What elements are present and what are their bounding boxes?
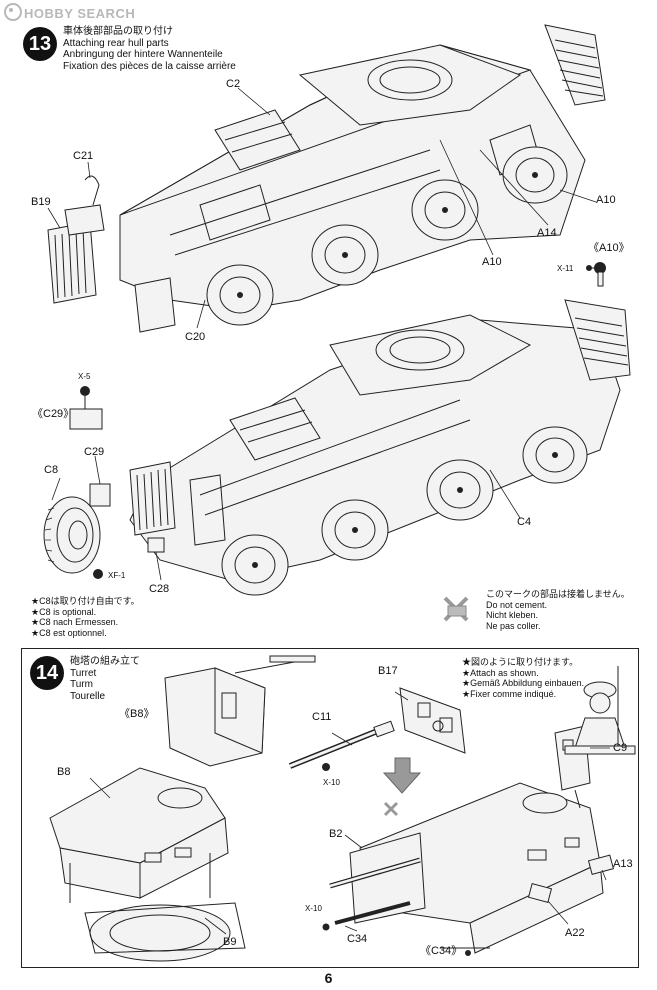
- label-b8: B8: [57, 766, 71, 778]
- label-x10-b: X-10: [305, 904, 322, 913]
- step-13-illustration: [43, 24, 631, 622]
- watermark-logo: HOBBY SEARCH: [4, 3, 135, 21]
- label-c34: C34: [347, 933, 368, 945]
- step-14-title-fr: Tourelle: [70, 690, 106, 702]
- gun-barrel-drawing: [288, 720, 395, 771]
- label-c29: C29: [84, 446, 105, 458]
- label-c9: C9: [613, 742, 628, 754]
- attach-note-de: ★Gemäß Abbildung einbauen.: [462, 678, 585, 688]
- step-13-number: 13: [23, 27, 57, 61]
- step-14-title-ja: 砲塔の組み立て: [70, 656, 140, 667]
- b17-mantlet-drawing: [399, 687, 466, 754]
- label-c8: C8: [44, 464, 59, 476]
- label-b19: B19: [31, 196, 51, 208]
- attach-note: ★図のように取り付けます。 ★Attach as shown. ★Gemäß A…: [462, 657, 584, 699]
- optional-note-de: ★C8 nach Ermessen.: [31, 617, 119, 627]
- label-a14: A14: [537, 227, 557, 239]
- watermark-icon: [4, 3, 22, 21]
- step-14-panel: [21, 648, 639, 968]
- label-a22: A22: [565, 927, 585, 939]
- assembly-arrow-icon: [382, 757, 422, 794]
- optional-note-ja: ★C8は取り付け自由です。: [31, 596, 140, 606]
- label-c20: C20: [185, 331, 206, 343]
- label-c4: C4: [517, 516, 532, 528]
- label-b8-callout: 《B8》: [119, 708, 155, 720]
- turret-assembly-drawing: [322, 725, 615, 956]
- step-13-title: 車体後部部品の取り付け Attaching rear hull parts An…: [63, 26, 236, 72]
- no-cement-note-fr: Ne pas coller.: [486, 620, 541, 631]
- step-13-title-fr: Fixation des pièces de la caisse arrière: [63, 60, 236, 72]
- label-a10-callout: 《A10》: [588, 242, 630, 254]
- label-b2: B2: [329, 828, 343, 840]
- label-a13: A13: [613, 858, 633, 870]
- step-14-number: 14: [30, 656, 64, 690]
- step-14-title: 砲塔の組み立て Turret Turm Tourelle: [70, 656, 140, 702]
- no-cement-note-ja: このマークの部品は接着しません。: [486, 589, 630, 599]
- attach-note-en: ★Attach as shown.: [462, 667, 539, 678]
- watermark-text: HOBBY SEARCH: [24, 6, 136, 21]
- no-cement-note-de: Nicht kleben.: [486, 610, 539, 620]
- label-a10-b: A10: [482, 256, 502, 268]
- step-13-title-ja: 車体後部部品の取り付け: [63, 26, 173, 37]
- step-14-title-en: Turret: [70, 667, 97, 679]
- label-x10-a: X-10: [323, 778, 340, 787]
- label-x5: X-5: [78, 372, 91, 381]
- crew-figure-drawing: [564, 666, 636, 755]
- step-13-title-de: Anbringung der hintere Wannenteile: [63, 49, 223, 60]
- step-14-illustration: [49, 655, 636, 962]
- step-14-title-de: Turm: [70, 679, 93, 690]
- page-number: 6: [324, 970, 333, 986]
- no-cement-note: このマークの部品は接着しません。 Do not cement. Nicht kl…: [486, 589, 630, 631]
- no-cement-note-en: Do not cement.: [486, 599, 548, 610]
- label-c21: C21: [73, 150, 94, 162]
- label-c29-callout: 《C29》: [32, 408, 75, 420]
- attach-note-ja: ★図のように取り付けます。: [462, 657, 579, 667]
- lower-hull-drawing: [43, 299, 631, 622]
- label-c2: C2: [226, 78, 241, 90]
- label-a10-a: A10: [596, 194, 616, 206]
- no-cement-icon: [443, 596, 469, 622]
- optional-note-fr: ★C8 est optionnel.: [31, 627, 107, 638]
- label-c28: C28: [149, 583, 170, 595]
- label-c34-callout: 《C34》: [420, 945, 463, 957]
- upper-hull-drawing: [47, 24, 606, 333]
- label-c11: C11: [312, 711, 332, 723]
- optional-note-en: ★C8 is optional.: [31, 606, 97, 617]
- label-x11: X-11: [557, 264, 574, 273]
- label-xf1: XF-1: [108, 571, 126, 580]
- optional-note: ★C8は取り付け自由です。 ★C8 is optional. ★C8 nach …: [31, 596, 140, 638]
- label-b9: B9: [223, 936, 237, 948]
- step-13-title-en: Attaching rear hull parts: [63, 37, 169, 49]
- turret-base-drawing: [49, 767, 246, 962]
- label-b17: B17: [378, 665, 398, 677]
- attach-note-fr: ★Fixer comme indiqué.: [462, 688, 557, 699]
- b8-callout-drawing: [164, 655, 316, 767]
